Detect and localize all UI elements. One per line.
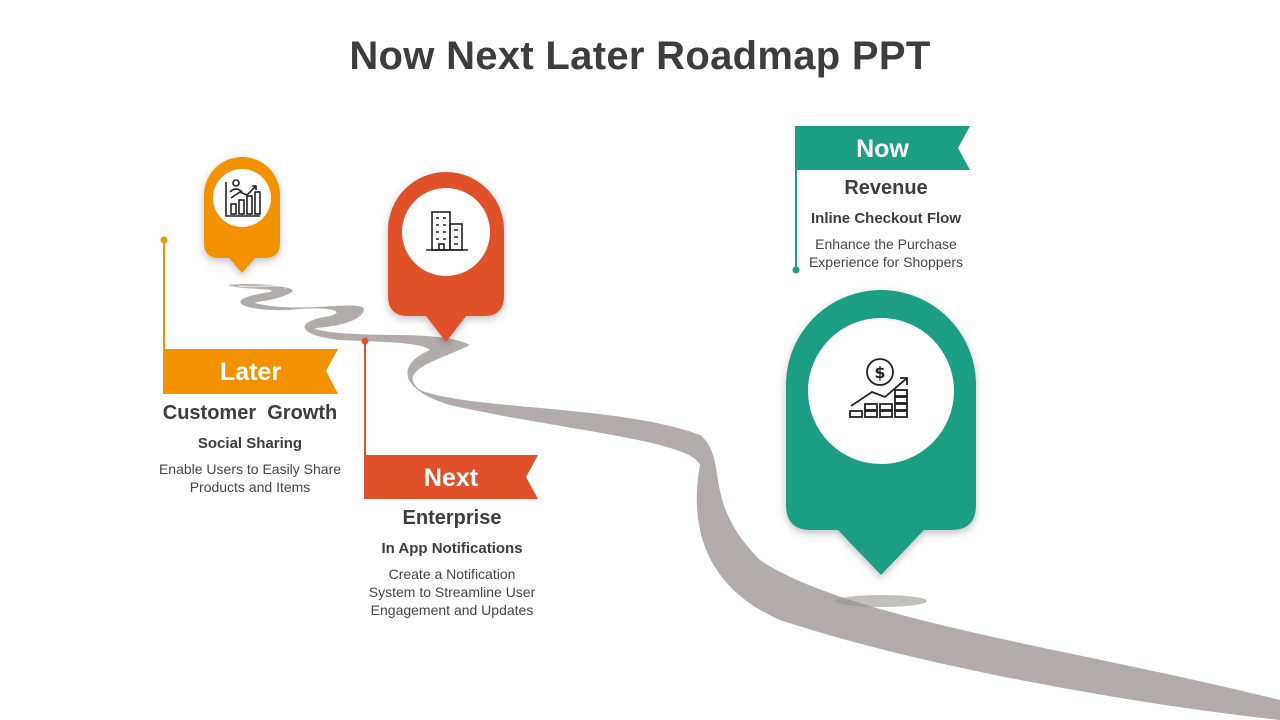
- later-flag: [160, 236, 338, 394]
- now-heading: Revenue: [844, 177, 928, 199]
- page-title: Now Next Later Roadmap PPT: [349, 34, 931, 78]
- svg-text:$: $: [874, 363, 885, 382]
- now-pin-circle: [808, 318, 954, 464]
- now-text-block: Revenue Inline Checkout Flow Enhance the…: [776, 177, 996, 271]
- next-description: Create a Notification System to Streamli…: [368, 566, 536, 618]
- now-flag-label: Now: [856, 135, 909, 163]
- now-pin-shadow: [835, 595, 927, 607]
- later-heading: Customer Growth: [162, 402, 338, 424]
- chart-growth-icon: [225, 179, 261, 217]
- later-subheading: Social Sharing: [197, 435, 303, 452]
- later-text-block: Customer Growth Social Sharing Enable Us…: [140, 402, 360, 496]
- now-flag: [792, 126, 970, 274]
- later-description: Enable Users to Easily Share Products an…: [158, 461, 342, 495]
- later-flag-label: Later: [219, 358, 282, 386]
- next-flag-label: Next: [423, 464, 479, 492]
- now-description: Enhance the Purchase Experience for Shop…: [808, 236, 964, 270]
- building-icon: [426, 211, 468, 251]
- next-flag: [361, 337, 538, 499]
- winding-road: [228, 283, 1280, 720]
- later-pin-circle: [213, 169, 271, 227]
- now-subheading: Inline Checkout Flow: [810, 210, 961, 227]
- next-subheading: In App Notifications: [381, 540, 523, 557]
- next-text-block: Enterprise In App Notifications Create a…: [342, 507, 562, 619]
- money-growth-icon: $: [849, 358, 908, 418]
- next-heading: Enterprise: [402, 507, 502, 529]
